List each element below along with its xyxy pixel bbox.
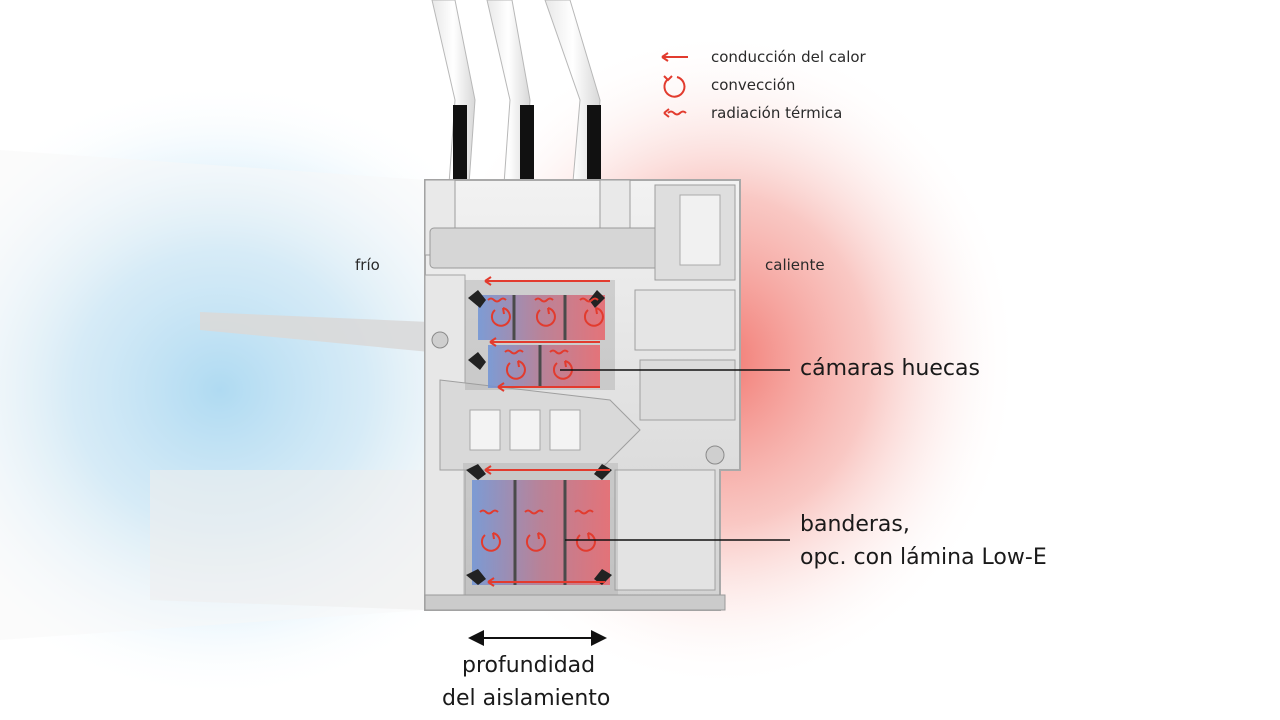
pvc-frame — [424, 179, 741, 611]
conduction-icon — [661, 52, 688, 62]
legend-radiation-label: radiación térmica — [711, 104, 843, 122]
upper-chambers — [465, 280, 615, 390]
lower-chambers — [463, 463, 618, 595]
flags-callout-line2: opc. con lámina Low-E — [800, 545, 1047, 570]
sash-depth-face — [200, 312, 430, 352]
radiation-icon — [663, 108, 687, 118]
lower-depth-face — [150, 470, 425, 610]
convection-icon — [663, 75, 686, 98]
legend-icons — [661, 52, 688, 118]
depth-label-line1: profundidad — [462, 653, 596, 678]
flags-callout-line1: banderas, — [800, 512, 910, 537]
cold-side-label: frío — [355, 256, 380, 274]
warm-side-label: caliente — [765, 256, 825, 274]
depth-label-line2: del aislamiento — [442, 686, 611, 711]
heat-flow-symbols — [479, 276, 610, 587]
legend-convection-label: convección — [711, 76, 796, 94]
legend-conduction-label: conducción del calor — [711, 48, 866, 66]
chambers-callout: cámaras huecas — [800, 356, 980, 381]
